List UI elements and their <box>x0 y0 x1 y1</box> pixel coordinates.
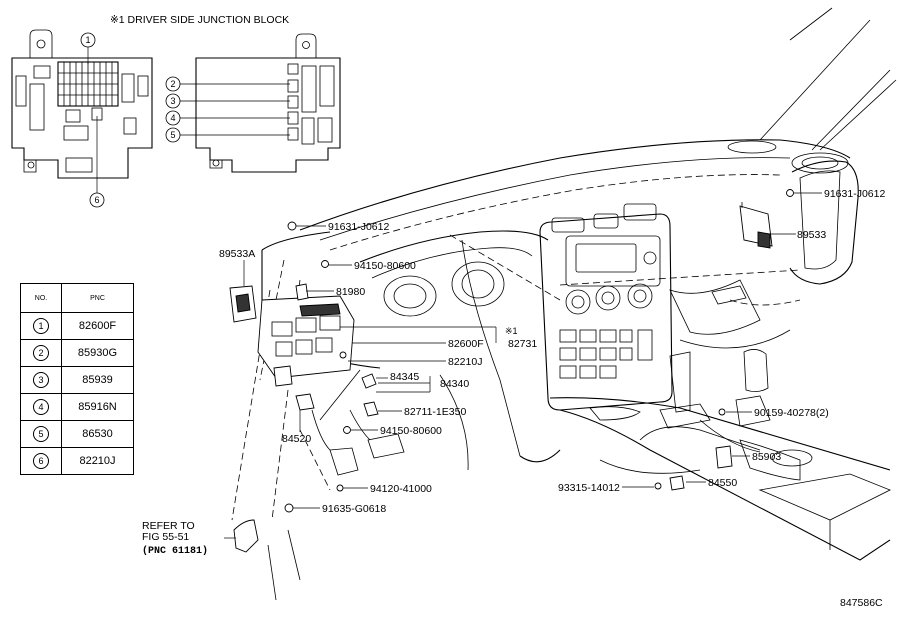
row-pnc: 85916N <box>61 393 134 421</box>
label-84520: 84520 <box>282 433 311 445</box>
row-number: 4 <box>33 399 49 415</box>
label-89533a: 89533A <box>219 248 255 260</box>
label-82600f: 82600F <box>448 338 484 350</box>
row-number: 1 <box>33 318 49 334</box>
svg-text:3: 3 <box>170 96 175 106</box>
table-header-row: NO. PNC <box>20 283 134 313</box>
table-row: 6 82210J <box>20 447 134 475</box>
junction-block-title: ※1 DRIVER SIDE JUNCTION BLOCK <box>110 14 289 26</box>
label-84345: 84345 <box>390 371 419 383</box>
label-ref-mark: ※1 <box>505 326 518 336</box>
svg-text:REFER TO: REFER TO <box>142 520 195 532</box>
row-pnc: 86530 <box>61 420 134 448</box>
callout-4: 4 <box>165 110 290 126</box>
svg-text:1: 1 <box>85 35 90 45</box>
svg-text:4: 4 <box>170 113 175 123</box>
row-pnc: 85939 <box>61 366 134 394</box>
callout-1: 1 <box>80 32 96 64</box>
table-row: 1 82600F <box>20 312 134 340</box>
label-84550: 84550 <box>708 477 737 489</box>
label-94120: 94120-41000 <box>370 483 432 495</box>
svg-text:2: 2 <box>170 79 175 89</box>
row-number: 5 <box>33 426 49 442</box>
label-82731: 82731 <box>508 338 537 350</box>
dashboard-outline <box>231 7 897 601</box>
label-90159: 90159-40278(2) <box>754 407 829 419</box>
row-pnc: 82210J <box>61 447 134 475</box>
label-91631-left: 91631-J0612 <box>328 221 389 233</box>
part-89533 <box>739 202 773 249</box>
label-91635: 91635-G0618 <box>322 503 386 515</box>
callout-3: 3 <box>165 93 290 109</box>
label-94150-bottom: 94150-80600 <box>380 425 442 437</box>
junction-block-rear-view <box>195 33 341 173</box>
refer-note: REFER TO FIG 55-51 (PNC 61181) <box>142 520 208 557</box>
callout-2: 2 <box>165 76 290 92</box>
row-number: 2 <box>33 345 49 361</box>
callout-6: 6 <box>89 116 105 208</box>
label-91631-right: 91631-J0612 <box>824 188 885 200</box>
label-85903: 85903 <box>752 451 781 463</box>
row-number: 6 <box>33 453 49 469</box>
label-94150-top: 94150-80600 <box>354 260 416 272</box>
label-82711: 82711-1E350 <box>404 406 466 418</box>
col-no-header: NO. <box>20 283 62 313</box>
label-82210j: 82210J <box>448 356 482 368</box>
svg-text:5: 5 <box>170 130 175 140</box>
table-row: 3 85939 <box>20 366 134 394</box>
callout-5: 5 <box>165 127 290 143</box>
row-pnc: 85930G <box>61 339 134 367</box>
svg-text:FIG 55-51: FIG 55-51 <box>142 531 189 543</box>
label-81980: 81980 <box>336 286 365 298</box>
svg-text:(PNC 61181): (PNC 61181) <box>142 545 208 557</box>
pnc-table: NO. PNC 1 82600F 2 85930G 3 85939 4 8591… <box>20 283 134 475</box>
part-89533a <box>229 285 257 323</box>
table-row: 2 85930G <box>20 339 134 367</box>
table-row: 5 86530 <box>20 420 134 448</box>
row-pnc: 82600F <box>61 312 134 340</box>
svg-text:6: 6 <box>94 195 99 205</box>
junction-block-assembly <box>257 295 355 387</box>
label-93315: 93315-14012 <box>558 482 620 494</box>
col-pnc-header: PNC <box>61 283 134 313</box>
figure-id: 847586C <box>840 597 883 609</box>
label-84340: 84340 <box>440 378 469 390</box>
leader-lines <box>224 192 822 539</box>
table-row: 4 85916N <box>20 393 134 421</box>
label-89533: 89533 <box>797 229 826 241</box>
junction-block-front-view <box>11 29 153 179</box>
part-81980 <box>295 283 309 301</box>
row-number: 3 <box>33 372 49 388</box>
